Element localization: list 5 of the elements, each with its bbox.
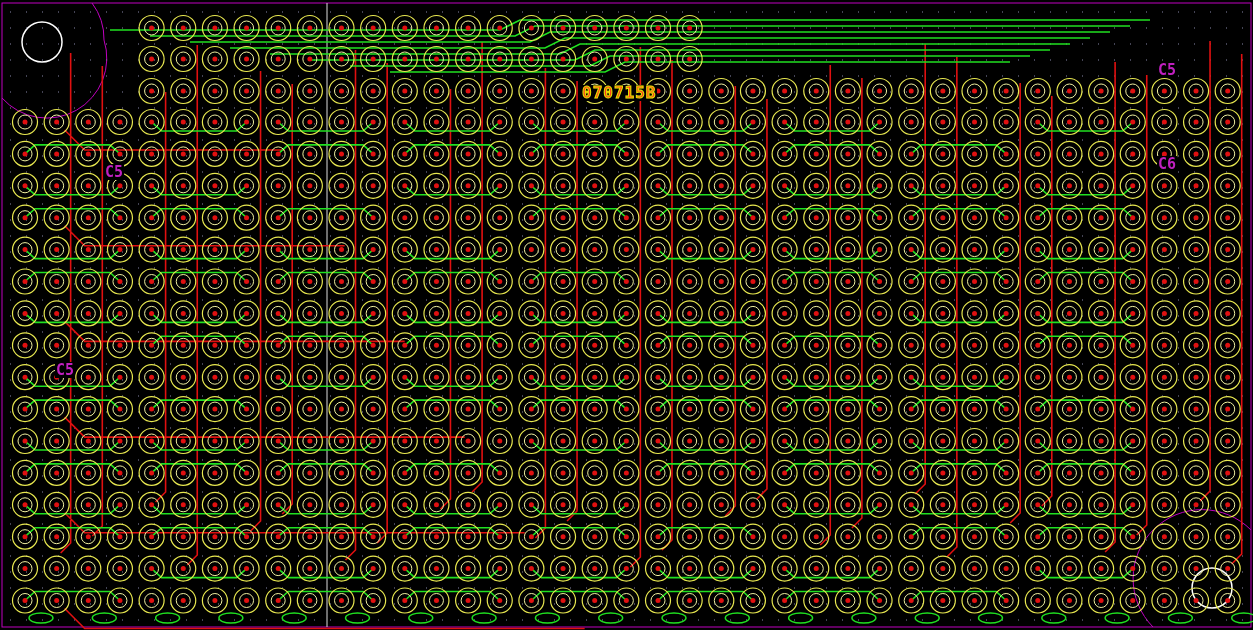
component-label: C5 [1157,62,1178,78]
component-label: C5 [104,164,125,180]
component-label: C6 [1157,156,1178,172]
component-label: C5 [55,362,76,378]
board-id-text: 070715B [581,85,658,101]
